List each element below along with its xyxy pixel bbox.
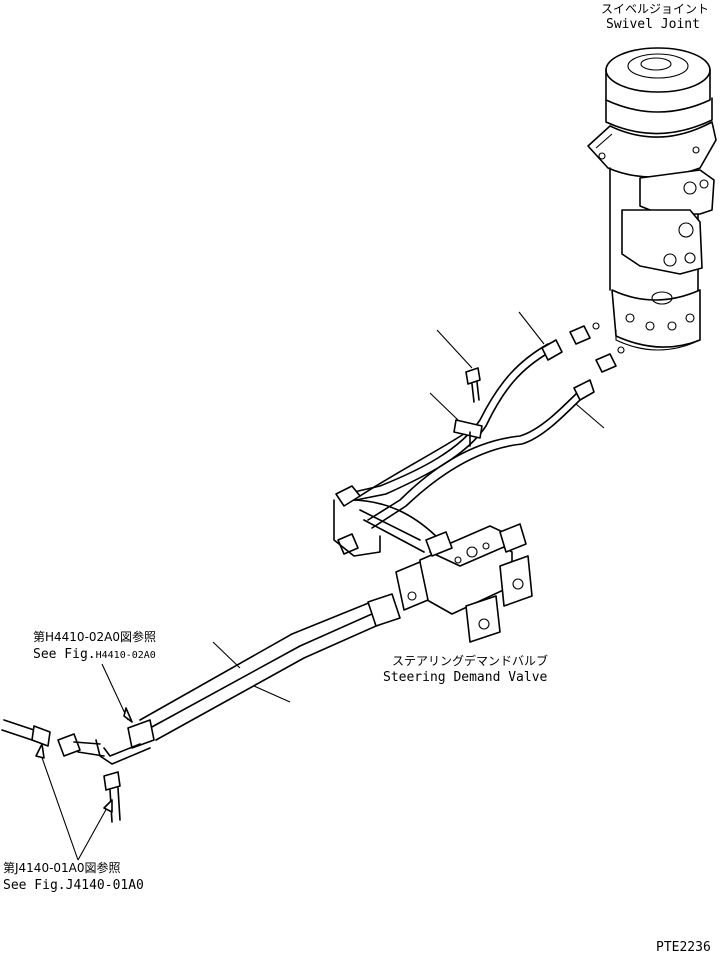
hose-drawing	[333, 339, 595, 557]
bolt-drawing	[465, 367, 481, 403]
drawing-id: PTE2236	[656, 940, 711, 955]
reference-h4410-label-jp: 第H4410-02A0図参照	[33, 630, 157, 644]
leader-lines	[35, 311, 605, 861]
hose-drawing-lower	[1, 593, 401, 823]
swivel-joint-label-en: Swivel Joint	[606, 17, 700, 32]
reference-j4140-label-en: See Fig.J4140-01A0	[3, 878, 144, 893]
swivel-joint-label-jp: スイベルジョイント	[601, 2, 710, 16]
elbow-fitting-drawing	[569, 322, 625, 373]
reference-h4410-label-en: See Fig.H4410-02A0	[33, 647, 156, 663]
swivel-joint-drawing	[587, 47, 717, 351]
valve-label-en: Steering Demand Valve	[383, 670, 548, 685]
reference-h4410-prefix: See Fig.	[33, 647, 96, 662]
reference-j4140-label-jp: 第J4140-01A0図参照	[3, 861, 121, 875]
valve-label-jp: ステアリングデマンドバルブ	[392, 654, 549, 668]
steering-demand-valve-drawing	[395, 523, 533, 643]
reference-h4410-code: H4410-02A0	[95, 650, 156, 661]
